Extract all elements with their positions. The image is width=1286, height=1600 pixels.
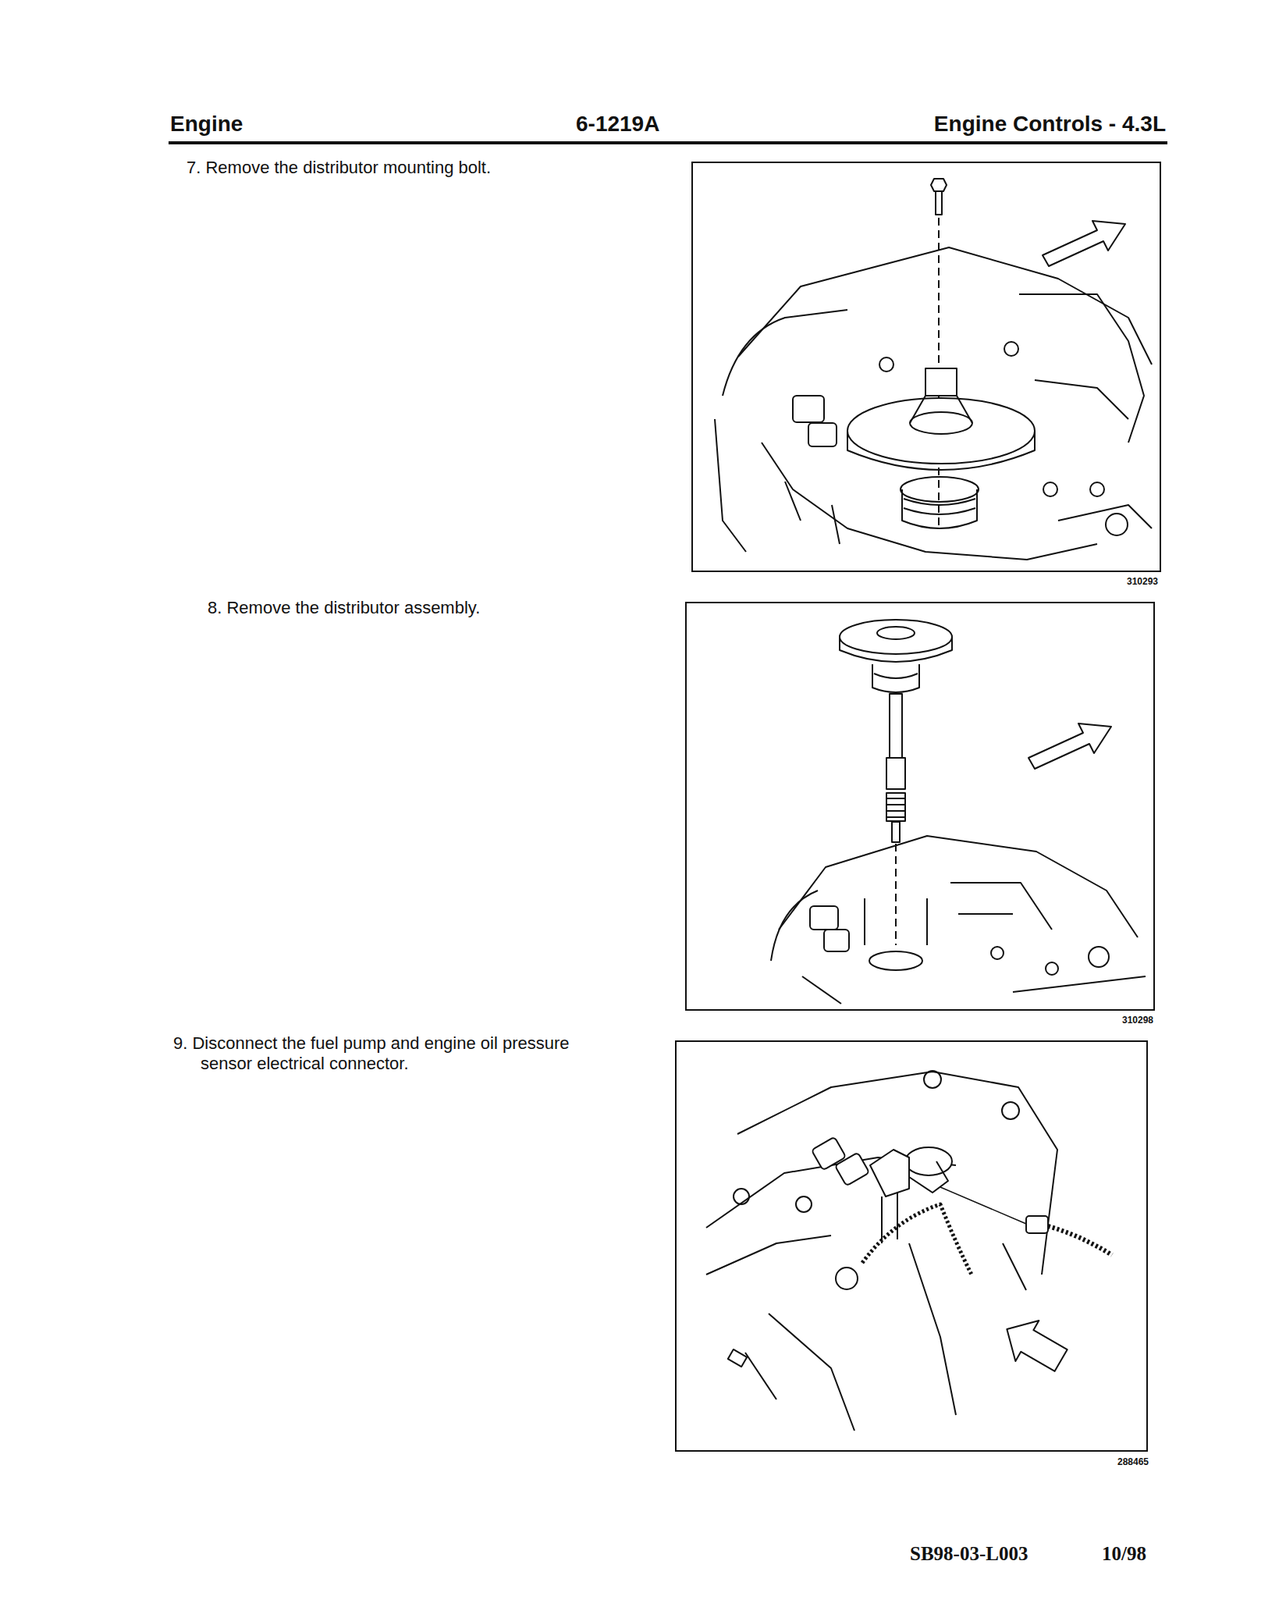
section-title: Engine Controls - 4.3L (934, 110, 1166, 138)
page-number: 6-1219A (575, 110, 660, 138)
oil-pressure-sensor-figure (674, 1040, 1148, 1452)
bulletin-code: SB98-03-L003 (909, 1541, 1028, 1566)
step-text: 7. Remove the distributor mounting bolt. (186, 157, 491, 178)
bulletin-date: 10/98 (1101, 1541, 1147, 1566)
step-text: 8. Remove the distributor assembly. (207, 597, 480, 619)
figure-number: 288465 (1117, 1456, 1149, 1468)
step-text: 9. Disconnect the fuel pump and engine o… (173, 1033, 611, 1075)
section-heading: Engine (170, 110, 243, 138)
figure-number: 310293 (1126, 575, 1159, 587)
figure-number: 310298 (1122, 1014, 1154, 1026)
distributor-bolt-figure (691, 161, 1162, 572)
distributor-removal-figure (685, 601, 1155, 1011)
